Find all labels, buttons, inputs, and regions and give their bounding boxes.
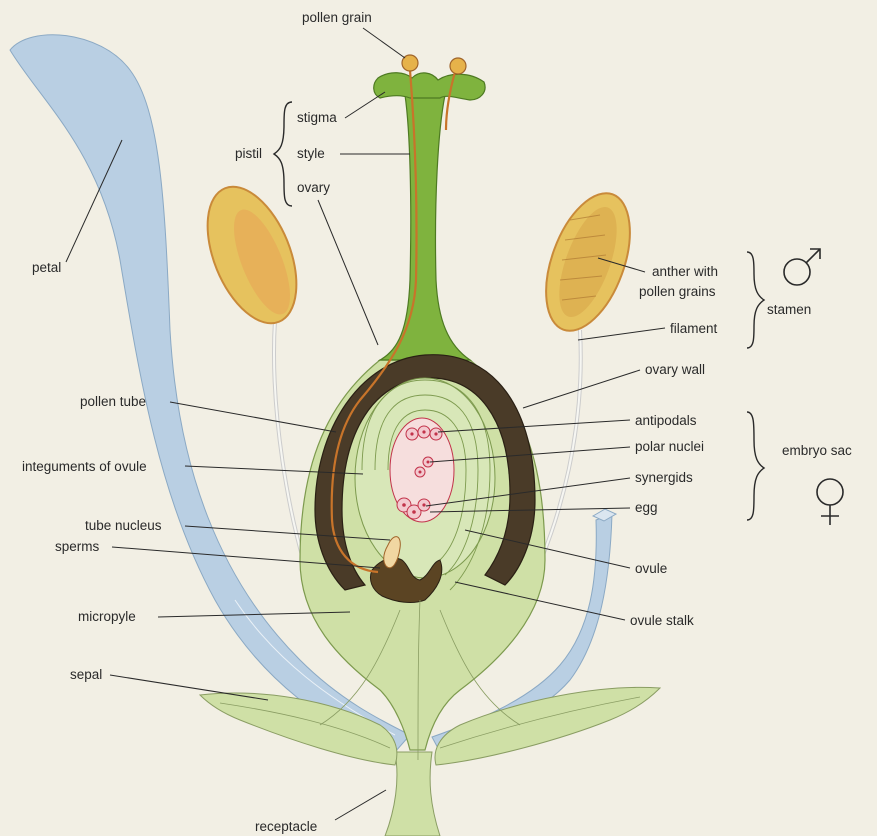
label-integuments: integuments of ovule [22, 459, 147, 474]
label-sperms: sperms [55, 539, 100, 554]
label-anther-line1: anther with [652, 264, 718, 279]
label-petal: petal [32, 260, 61, 275]
male-symbol-icon [784, 249, 820, 285]
label-stigma: stigma [297, 110, 337, 125]
style [380, 95, 470, 360]
sepal-right [435, 687, 660, 765]
label-ovary: ovary [297, 180, 330, 195]
label-stamen: stamen [767, 302, 811, 317]
label-sepal: sepal [70, 667, 102, 682]
pistil-brace [274, 102, 292, 206]
label-polar-nuclei: polar nuclei [635, 439, 704, 454]
label-embryo-sac: embryo sac [782, 443, 852, 458]
petal-right-tip [593, 509, 616, 521]
pollen-grain-right [450, 58, 466, 74]
label-egg: egg [635, 500, 658, 515]
label-tube-nucleus: tube nucleus [85, 518, 162, 533]
label-anther-line2: pollen grains [639, 284, 716, 299]
stamen-brace-upper [747, 252, 764, 348]
label-style: style [297, 146, 325, 161]
label-ovary-wall: ovary wall [645, 362, 705, 377]
stigma [374, 73, 485, 100]
label-pollen-tube: pollen tube [80, 394, 146, 409]
label-pistil: pistil [235, 146, 262, 161]
label-ovule: ovule [635, 561, 667, 576]
label-filament: filament [670, 321, 718, 336]
label-synergids: synergids [635, 470, 693, 485]
sepal-left [200, 693, 397, 765]
label-micropyle: micropyle [78, 609, 136, 624]
label-pollen-grain: pollen grain [302, 10, 372, 25]
label-ovule-stalk: ovule stalk [630, 613, 694, 628]
embryo-sac-brace [747, 412, 764, 520]
female-symbol-icon [817, 479, 843, 525]
label-receptacle: receptacle [255, 819, 317, 834]
label-antipodals: antipodals [635, 413, 697, 428]
